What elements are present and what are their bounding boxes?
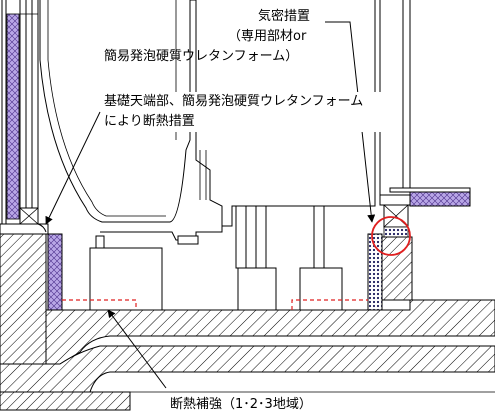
label-reinforcement: 断熱補強（1･2･3地域） bbox=[170, 397, 312, 412]
foundation-right bbox=[367, 187, 471, 311]
floor-insulation-right bbox=[409, 191, 471, 207]
foundation-slab bbox=[0, 299, 495, 411]
foundation-left bbox=[0, 233, 63, 365]
label-airtight-line3: 簡易発泡硬質ウレタンフォーム） bbox=[104, 49, 298, 64]
foundation-insulation-left bbox=[47, 233, 63, 311]
urethane-foam bbox=[383, 226, 409, 238]
label-airtight-line1: 気密措置 bbox=[258, 8, 310, 24]
leader-lines bbox=[45, 21, 376, 389]
label-foundation-line2: により断熱措置 bbox=[104, 114, 195, 129]
airtight-highlight-circle bbox=[371, 216, 411, 256]
exterior-wall bbox=[0, 0, 49, 410]
label-foundation-line1: 基礎天端部、簡易発泡硬質ウレタンフォーム bbox=[104, 94, 363, 109]
wall-insulation bbox=[6, 13, 20, 220]
insulation-reinforcement-marks bbox=[62, 299, 368, 310]
foundation-insulation-right bbox=[367, 233, 383, 311]
label-airtight-line2: （専用部材or bbox=[228, 29, 307, 44]
